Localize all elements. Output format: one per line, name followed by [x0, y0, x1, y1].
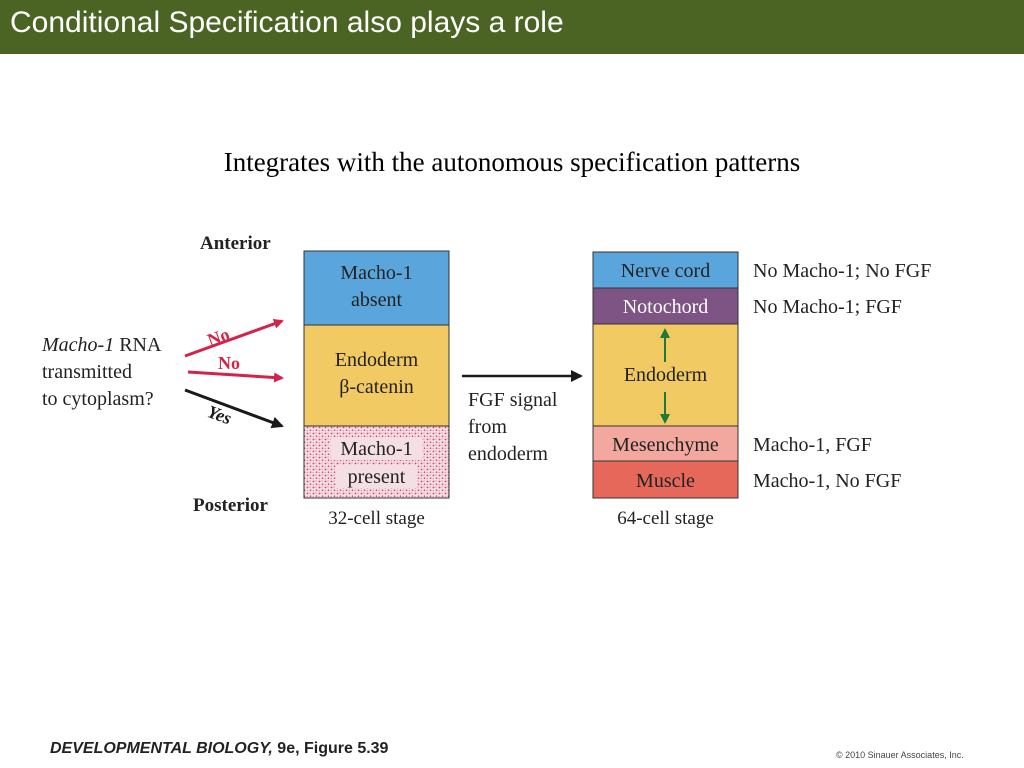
label-backdrop — [336, 465, 417, 488]
arrow-no-middle — [187, 370, 284, 383]
slide-title: Conditional Specification also plays a r… — [10, 6, 564, 39]
cell-label: Nerve cord — [621, 260, 710, 282]
title-bar: Conditional Specification also plays a r… — [0, 0, 1024, 54]
anterior-label: Anterior — [200, 233, 271, 254]
cell-label: Notochord — [623, 296, 709, 318]
cell-muscle — [592, 460, 739, 499]
cell-label: Endoderm — [335, 349, 419, 371]
cell-label: Macho-1 — [340, 438, 412, 460]
svg-text:to cytoplasm?: to cytoplasm? — [42, 388, 154, 410]
slide-subtitle: Integrates with the autonomous specifica… — [223, 147, 801, 177]
arrow-no-top — [184, 319, 284, 358]
left-column: Macho-1 absent Endoderm β-catenin Macho-… — [303, 250, 450, 529]
cell-label: Mesenchyme — [612, 434, 719, 456]
cell-label: present — [348, 466, 406, 488]
cell-label: Muscle — [636, 470, 695, 492]
svg-text:transmitted: transmitted — [42, 361, 132, 383]
figure-number: 9e, Figure 5.39 — [272, 740, 389, 757]
copyright: © 2010 Sinauer Associates, Inc. — [836, 750, 964, 760]
conditions: No Macho-1; No FGF No Macho-1; FGF Macho… — [753, 260, 931, 492]
condition-notochord: No Macho-1; FGF — [753, 296, 902, 318]
cell-label: Endoderm — [624, 364, 708, 386]
cell-notochord — [592, 287, 739, 325]
cell-macho1-absent — [303, 250, 450, 326]
posterior-label: Posterior — [193, 495, 268, 516]
svg-text:FGF signal: FGF signal — [468, 389, 558, 411]
figure-citation: DEVELOPMENTAL BIOLOGY, 9e, Figure 5.39 — [50, 740, 388, 758]
stage-label-64: 64-cell stage — [617, 508, 714, 529]
condition-muscle: Macho-1, No FGF — [753, 470, 901, 492]
svg-text:from: from — [468, 416, 507, 438]
arrow-label-no-middle: No — [218, 353, 240, 373]
fgf-signal-label: FGF signal from endoderm — [468, 389, 558, 465]
condition-nerve-cord: No Macho-1; No FGF — [753, 260, 931, 282]
cell-label: absent — [351, 289, 403, 311]
macho1-rna-label: Macho-1 RNA transmitted to cytoplasm? — [41, 334, 162, 410]
svg-text:Macho-1 RNA: Macho-1 RNA — [41, 334, 162, 356]
condition-mesenchyme: Macho-1, FGF — [753, 434, 872, 456]
cell-label: β-catenin — [339, 376, 414, 398]
svg-text:endoderm: endoderm — [468, 443, 548, 465]
right-column: Nerve cord Notochord Endoderm Mesenchyme… — [592, 251, 739, 529]
label-backdrop — [331, 437, 422, 460]
arrow-yes-bottom — [184, 388, 284, 429]
stage-label-32: 32-cell stage — [328, 508, 425, 529]
cell-nerve-cord — [592, 251, 739, 289]
cell-label: Macho-1 — [340, 262, 412, 284]
book-title: DEVELOPMENTAL BIOLOGY, — [50, 740, 273, 757]
